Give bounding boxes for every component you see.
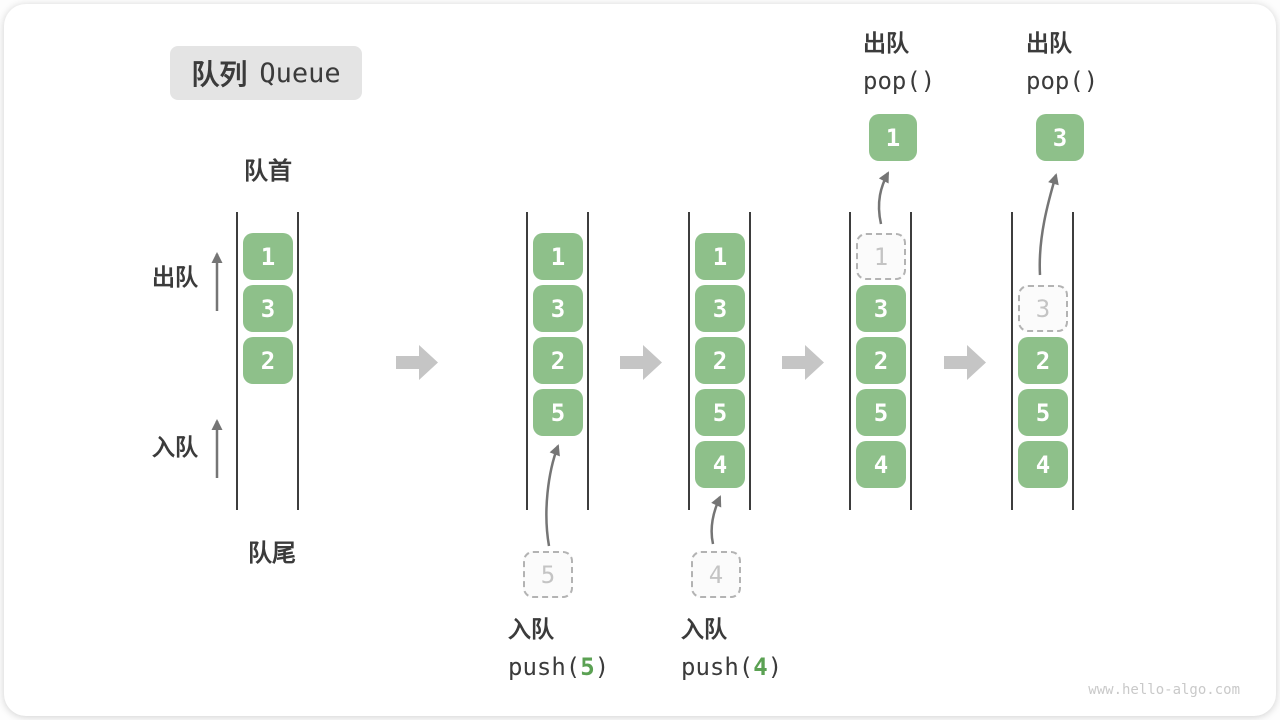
state1-box-1: 1 [243,233,293,280]
state3-staged-box: 4 [691,551,741,598]
pop2-code: pop() [1026,66,1099,95]
state5-box-4: 5 [1018,389,1068,436]
push4-caption: 入队 push(4) [681,616,782,681]
queue-tube-state1 [236,212,299,510]
state3-box-3: 2 [695,337,745,384]
state2-box-4: 5 [533,389,583,436]
state5-box-5: 4 [1018,441,1068,488]
pop2-caption: 出队 pop() [1026,30,1098,95]
state2-box-1: 1 [533,233,583,280]
pop1-label: 出队 [863,30,909,56]
queue-tube-state3 [688,212,751,510]
state3-box-4: 5 [695,389,745,436]
state2-box-2: 3 [533,285,583,332]
queue-tube-state4 [849,212,912,510]
pop1-caption: 出队 pop() [863,30,935,95]
state5-box-3: 2 [1018,337,1068,384]
state2-box-3: 2 [533,337,583,384]
diagram-canvas [4,4,1276,716]
queue-tube-state2 [526,212,589,510]
state3-box-5: 4 [695,441,745,488]
state4-popped-box: 1 [869,114,917,161]
state4-box-2: 3 [856,285,906,332]
pop1-code: pop() [863,66,936,95]
push5-label: 入队 [508,616,554,642]
state5-popped-box: 3 [1036,114,1084,161]
title-badge: 队列 Queue [170,46,362,100]
push4-code: push(4) [681,652,783,681]
state1-box-3: 2 [243,337,293,384]
state4-ghost-box: 1 [856,233,906,280]
queue-rear-label: 队尾 [248,540,296,567]
push5-code: push(5) [508,652,610,681]
push5-caption: 入队 push(5) [508,616,609,681]
title-en: Queue [259,57,341,89]
pop2-label: 出队 [1026,30,1072,56]
dequeue-side-label: 出队 [152,264,198,290]
state4-box-4: 5 [856,389,906,436]
state3-box-2: 3 [695,285,745,332]
title-zh: 队列 [191,59,248,90]
watermark: www.hello-algo.com [1088,682,1240,698]
queue-tube-state5 [1011,212,1074,510]
state4-box-5: 4 [856,441,906,488]
state1-box-2: 3 [243,285,293,332]
state2-staged-box: 5 [523,551,573,598]
state3-box-1: 1 [695,233,745,280]
queue-front-label: 队首 [244,158,292,185]
state4-box-3: 2 [856,337,906,384]
enqueue-side-label: 入队 [152,434,198,460]
state5-ghost-box: 3 [1018,285,1068,332]
push4-label: 入队 [681,616,727,642]
